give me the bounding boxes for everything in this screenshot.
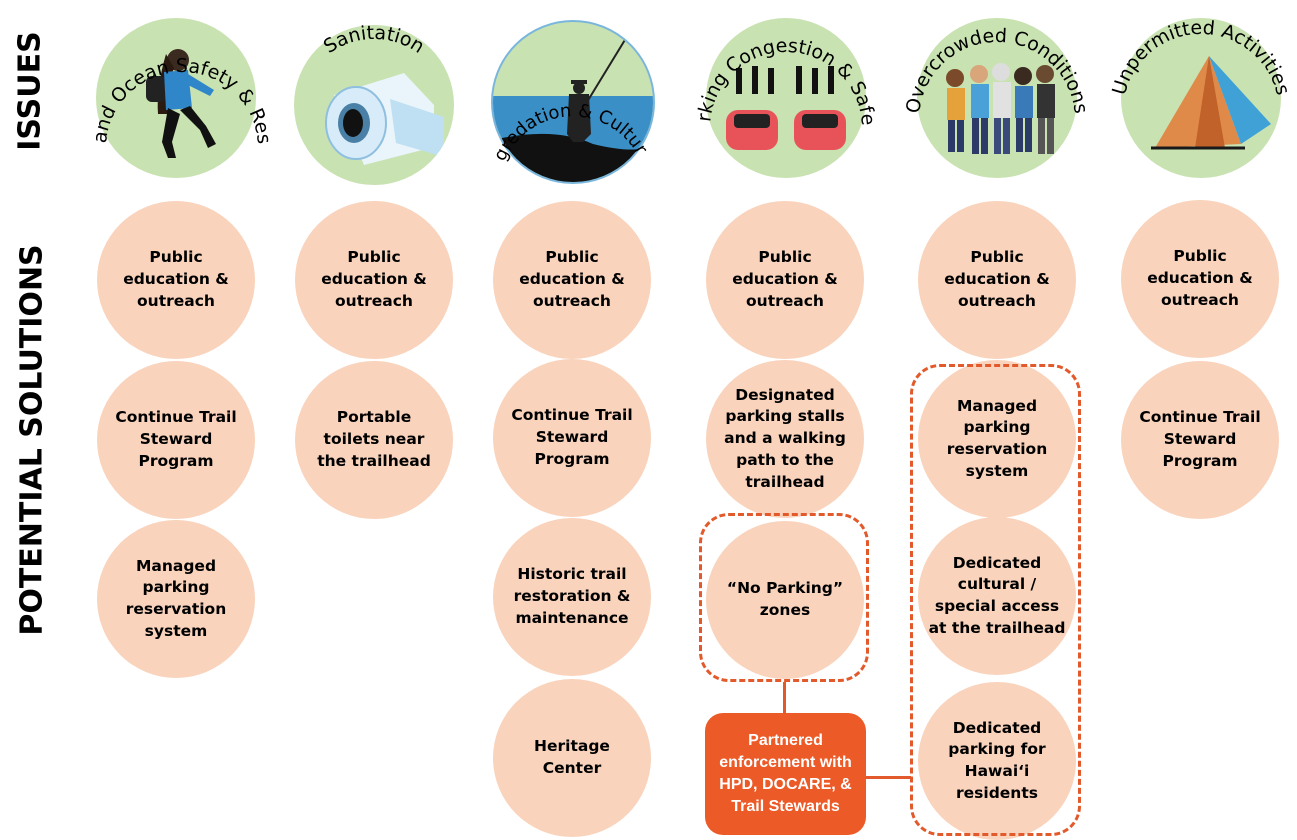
issue-circle-trail-safety xyxy=(96,18,256,178)
fisherman-icon xyxy=(493,29,653,182)
hiker-icon xyxy=(146,49,216,158)
cars-pedestrians-icon xyxy=(726,66,846,150)
issue-circle-overcrowded xyxy=(917,18,1077,178)
partnered-enforcement-box: Partnered enforcement with HPD, DOCARE, … xyxy=(705,713,866,835)
solution-cultural-access: Dedicated cultural / special access at t… xyxy=(918,517,1076,675)
issue-circle-unpermitted xyxy=(1121,18,1281,178)
solution-parking-reservation: Managed parking reservation system xyxy=(918,360,1076,518)
enforcement-group-no-parking xyxy=(699,513,869,682)
solution-trail-restoration: Historic trail restoration & maintenance xyxy=(493,518,651,676)
solution-trail-steward: Continue Trail Steward Program xyxy=(97,361,255,519)
solution-trail-steward: Continue Trail Steward Program xyxy=(1121,361,1279,519)
solution-heritage-center: Heritage Center xyxy=(493,679,651,837)
tent-icon xyxy=(1151,56,1271,150)
solution-public-education: Public education & outreach xyxy=(918,201,1076,359)
solution-public-education: Public education & outreach xyxy=(706,201,864,359)
solution-public-education: Public education & outreach xyxy=(493,201,651,359)
issue-circle-resource xyxy=(491,20,655,184)
solution-resident-parking: Dedicated parking for Hawai‘i residents xyxy=(918,682,1076,840)
issue-circle-sanitation xyxy=(294,25,454,185)
connector-line xyxy=(866,776,911,779)
solution-public-education: Public education & outreach xyxy=(97,201,255,359)
solution-parking-reservation: Managed parking reservation system xyxy=(97,520,255,678)
solution-trail-steward: Continue Trail Steward Program xyxy=(493,359,651,517)
toilet-paper-icon xyxy=(325,73,444,165)
solution-no-parking-zones: “No Parking” zones xyxy=(706,521,864,679)
issues-label: ISSUES xyxy=(12,31,48,151)
solution-portable-toilets: Portable toilets near the trailhead xyxy=(295,361,453,519)
potential-solutions-label: POTENTIAL SOLUTIONS xyxy=(14,244,50,636)
solution-public-education: Public education & outreach xyxy=(1121,200,1279,358)
solution-designated-parking: Designated parking stalls and a walking … xyxy=(706,360,864,518)
connector-line xyxy=(783,682,786,713)
enforcement-group-overcrowded xyxy=(910,364,1081,836)
hiker-group-icon xyxy=(946,63,1055,154)
solution-public-education: Public education & outreach xyxy=(295,201,453,359)
issue-circle-parking xyxy=(706,18,866,178)
